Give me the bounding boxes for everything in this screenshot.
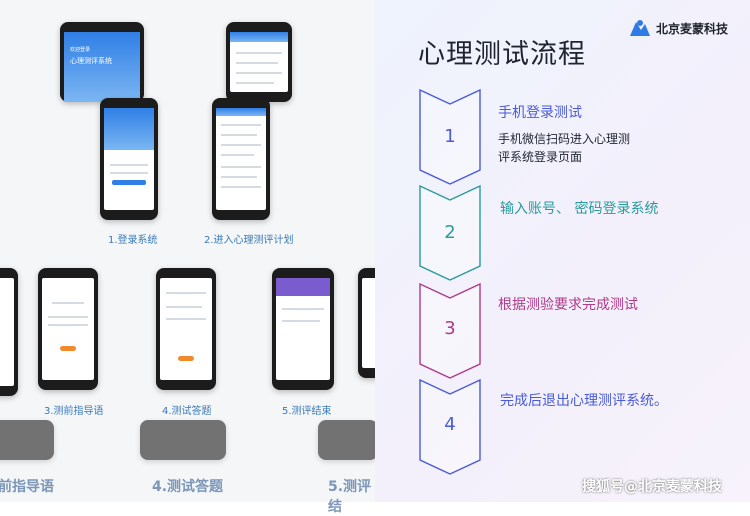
phone-instructions [38, 268, 98, 390]
step1-number: 1 [444, 126, 456, 147]
phone-blur-left [0, 420, 54, 460]
step1-title: 手机登录测试 [498, 105, 582, 121]
caption-step1: 1.登录系统 [108, 235, 158, 246]
caption-step5: 5.测评结束 [282, 406, 332, 417]
phone-blur-mid [140, 420, 226, 460]
step2-title: 输入账号、 密码登录系统 [500, 201, 659, 217]
step4-number: 4 [444, 414, 456, 435]
step3-title: 根据测验要求完成测试 [498, 297, 638, 313]
caption-bottom-left: 前指导语 [0, 479, 54, 495]
step2-chevron [419, 184, 481, 281]
phone-login [100, 98, 158, 220]
caption-bottom-right: 5.测评结 [328, 479, 372, 515]
step3-number: 3 [444, 318, 456, 339]
phone-partial-left [0, 268, 18, 396]
step1-chevron [419, 88, 481, 185]
phone-login-top: 欢迎登录 心理测评系统 [60, 22, 144, 102]
phone-answering [156, 268, 216, 390]
step4-chevron [419, 378, 481, 475]
caption-bottom-mid: 4.测试答题 [152, 479, 224, 495]
brand-name: 北京麦蒙科技 [656, 21, 729, 36]
hero-text: 欢迎登录 [70, 47, 91, 53]
phone-blur-right [318, 420, 378, 460]
step4-title: 完成后退出心理测评系统。 [500, 393, 668, 409]
phone-plan [212, 98, 270, 220]
brand-logo-icon [630, 20, 650, 36]
app-screenshots-panel: 欢迎登录 心理测评系统 1 [0, 0, 388, 515]
step1-description: 手机微信扫码进入心理测评系统登录页面 [498, 132, 631, 164]
caption-step2: 2.进入心理测评计划 [204, 235, 294, 246]
step3-chevron [419, 282, 481, 379]
caption-step3: 3.测前指导语 [44, 406, 104, 417]
caption-step4: 4.测试答题 [162, 406, 212, 417]
process-slide [375, 0, 750, 502]
brand: 北京麦蒙科技 [628, 18, 728, 38]
phone-plan-top [226, 22, 292, 102]
watermark: 搜狐号@北京麦蒙科技 [582, 479, 722, 495]
slide-title: 心理测试流程 [418, 39, 586, 70]
hero-text: 心理测评系统 [70, 57, 112, 65]
phone-finish [272, 268, 334, 390]
step2-number: 2 [444, 222, 456, 243]
